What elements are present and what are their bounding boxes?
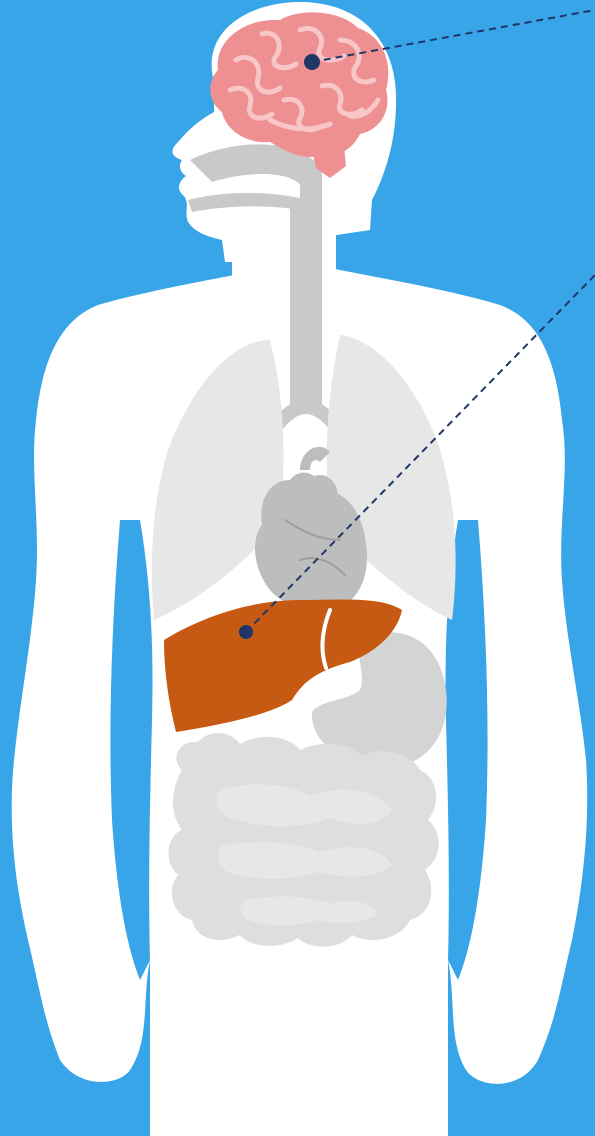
brain-callout-dot [304, 54, 320, 70]
trachea [290, 200, 322, 410]
liver-callout-dot [239, 625, 253, 639]
small-intestine-folds [217, 784, 392, 925]
